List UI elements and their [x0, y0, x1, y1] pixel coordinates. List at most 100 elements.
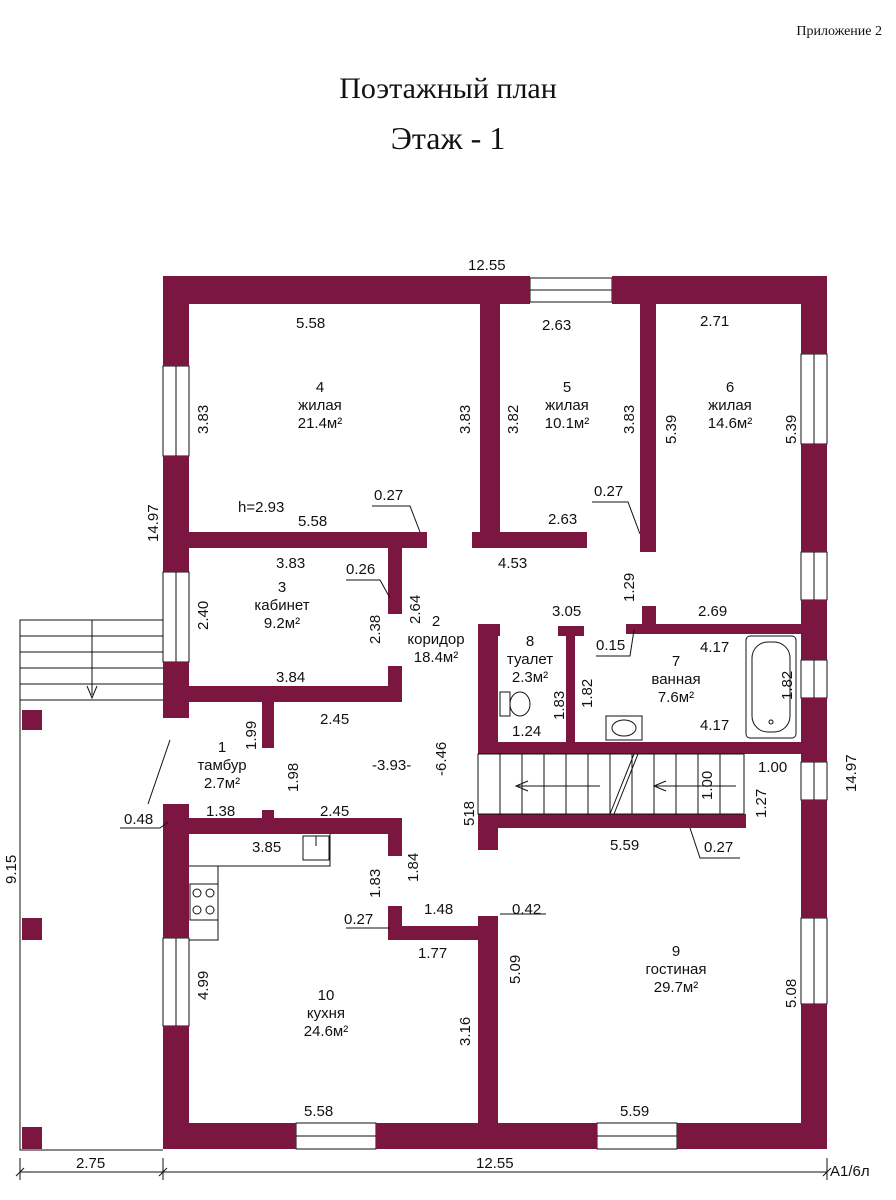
room-6-number: 6: [726, 379, 734, 396]
dim-kit-184: 1.84: [405, 853, 422, 882]
dim-r3-left: 2.40: [195, 601, 212, 630]
dim-r4-top: 5.58: [296, 315, 325, 332]
room-2-area: 18.4м²: [414, 649, 459, 666]
dim-porch-width: 2.75: [76, 1155, 105, 1172]
room-7-area: 7.6м²: [658, 689, 694, 706]
dim-r5-top: 2.63: [542, 317, 571, 334]
leader-lines: [120, 501, 740, 929]
room-5-area: 10.1м²: [545, 415, 590, 432]
dim-corr-129: 1.29: [621, 573, 638, 602]
dim-vest-245b: 2.45: [320, 803, 349, 820]
room-10-name: кухня: [307, 1005, 345, 1022]
room-5-name: жилая: [545, 397, 589, 414]
room-1-area: 2.7м²: [204, 775, 240, 792]
porch-posts: [22, 710, 42, 1149]
dim-r10-right: 3.16: [457, 1017, 474, 1046]
dim-wall-048: 0.48: [124, 811, 153, 828]
dim-stair-100a: 1.00: [699, 771, 716, 800]
dim-r4-right: 3.83: [457, 405, 474, 434]
room-labels: 4 жилая 21.4м² 5 жилая 10.1м² 6 жилая 14…: [197, 379, 752, 1040]
room-4-number: 4: [316, 379, 324, 396]
plan-title: Поэтажный план: [339, 72, 557, 105]
bathtub: [745, 635, 797, 739]
dim-bottom-total: 12.55: [476, 1155, 514, 1172]
dim-r3-bottom: 3.84: [276, 669, 305, 686]
dim-r4-bottom: 5.58: [298, 513, 327, 530]
dim-r9-right: 5.08: [783, 979, 800, 1008]
dim-r6-top: 2.71: [700, 313, 729, 330]
dim-r6-right: 5.39: [783, 415, 800, 444]
dim-kit-177: 1.77: [418, 945, 447, 962]
floor-label: Этаж - 1: [390, 120, 506, 156]
dim-r10-bottom: 5.58: [304, 1103, 333, 1120]
dim-r7-b: 4.17: [700, 717, 729, 734]
dim-wall-027b: 0.27: [594, 483, 623, 500]
dim-stair-518: 518: [461, 801, 478, 826]
dim-r8-bottom: 1.24: [512, 723, 541, 740]
dim-wall-042: 0.42: [512, 901, 541, 918]
dim-top-total: 12.55: [468, 257, 506, 274]
dim-wall-026: 0.26: [346, 561, 375, 578]
stove: [189, 883, 219, 921]
dim-r3-right: 2.38: [367, 615, 384, 644]
room-9-area: 29.7м²: [654, 979, 699, 996]
room-3-number: 3: [278, 579, 286, 596]
room-9-number: 9: [672, 943, 680, 960]
room-8-area: 2.3м²: [512, 669, 548, 686]
dim-right-total: 14.97: [843, 754, 860, 792]
dim-left-total: 14.97: [145, 504, 162, 542]
room-4-area: 21.4м²: [298, 415, 343, 432]
walls: [163, 276, 827, 1149]
dim-r9-left: 5.09: [507, 955, 524, 984]
dim-porch-height: 9.15: [3, 855, 20, 884]
room-5-number: 5: [563, 379, 571, 396]
washbasin: [605, 715, 643, 741]
dim-corr-646: -6.46: [433, 742, 450, 776]
room-6-area: 14.6м²: [708, 415, 753, 432]
room-3-area: 9.2м²: [264, 615, 300, 632]
dim-r9-bottom: 5.59: [620, 1103, 649, 1120]
room-1-number: 1: [218, 739, 226, 756]
dim-r6-left: 5.39: [663, 415, 680, 444]
dim-r4-left: 3.83: [195, 405, 212, 434]
dim-r8-left: 1.82: [579, 679, 596, 708]
dim-kit-183: 1.83: [367, 869, 384, 898]
dim-corr-453: 4.53: [498, 555, 527, 572]
room-7-name: ванная: [651, 671, 700, 688]
dim-corr-264: 2.64: [407, 595, 424, 624]
room-8-number: 8: [526, 633, 534, 650]
dim-kit-148: 1.48: [424, 901, 453, 918]
dim-vest-245a: 2.45: [320, 711, 349, 728]
room-9-name: гостиная: [646, 961, 707, 978]
annex-label: Приложение 2: [796, 24, 882, 39]
corner-note: А1/6л: [830, 1163, 870, 1180]
room-4-name: жилая: [298, 397, 342, 414]
room-7-number: 7: [672, 653, 680, 670]
dim-wall-027a: 0.27: [374, 487, 403, 504]
porch: [19, 619, 163, 1151]
vertical-dimension-labels: 14.97 3.83 3.83 3.82 3.83 5.39 5.39 2.40…: [3, 405, 860, 1046]
staircase: [477, 753, 745, 815]
dim-vest-198: 1.98: [285, 763, 302, 792]
dim-r7-a: 4.17: [700, 639, 729, 656]
room-8-name: туалет: [507, 651, 553, 668]
dim-r10-left: 4.99: [195, 971, 212, 1000]
dim-ceiling-height: h=2.93: [238, 499, 284, 516]
room-2-number: 2: [432, 613, 440, 630]
dim-wall-027c: 0.27: [704, 839, 733, 856]
room-2-name: коридор: [407, 631, 464, 648]
dim-r5-left: 3.82: [505, 405, 522, 434]
dimension-labels: 12.55 5.58 2.63 2.71 h=2.93 5.58 0.27 2.…: [76, 257, 870, 1180]
room-10-number: 10: [318, 987, 335, 1004]
dim-stair-127: 1.27: [753, 789, 770, 818]
dim-stair-100b: 1.00: [758, 759, 787, 776]
dim-vest-138: 1.38: [206, 803, 235, 820]
dim-r8-top: 3.05: [552, 603, 581, 620]
dim-r3-top: 3.83: [276, 555, 305, 572]
dim-r5-bottom: 2.63: [548, 511, 577, 528]
dim-wall-015: 0.15: [596, 637, 625, 654]
dim-r7-right: 1.82: [779, 671, 796, 700]
dim-wall-027d: 0.27: [344, 911, 373, 928]
dim-r9-top: 5.59: [610, 837, 639, 854]
